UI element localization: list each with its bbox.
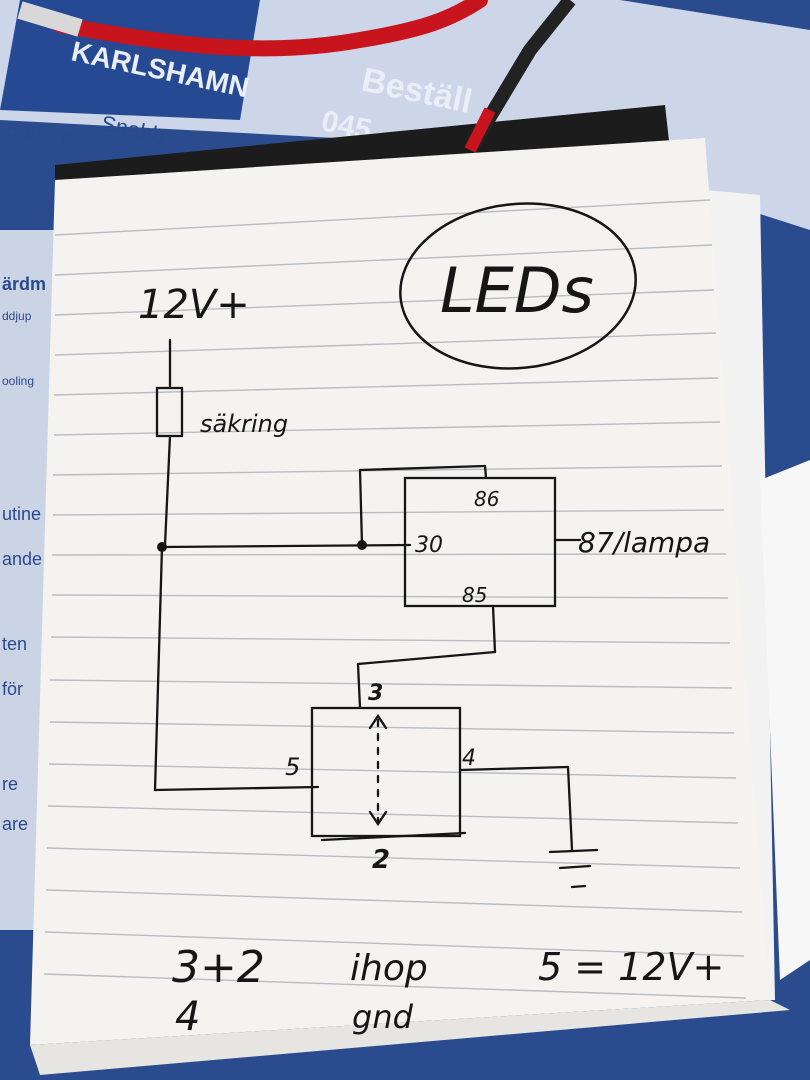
relay-87-label: 87/lampa (578, 526, 710, 559)
fuse-label: säkring (200, 410, 288, 438)
title-circle (399, 202, 637, 370)
switch-pin-5: 5 (285, 753, 300, 781)
side-word-6: ten (2, 634, 27, 654)
relay-pin-86: 86 (474, 487, 499, 511)
switch-pin-4: 4 (462, 746, 476, 771)
paper-underlayer (30, 1000, 790, 1075)
footer-left-line2: 4 (175, 994, 200, 1040)
relay-pin-30: 30 (415, 533, 443, 558)
right-paper-stack-2 (760, 460, 810, 980)
footer-mid-line2: gnd (352, 998, 414, 1036)
relay-pin-85: 85 (462, 583, 487, 607)
side-word-2: ddjup (2, 309, 32, 323)
paper-note (30, 138, 770, 1045)
switch-pin-2: 2 (372, 845, 390, 875)
footer-mid-line1: ihop (350, 948, 428, 989)
supply-label: 12V+ (138, 282, 250, 328)
circled-title: LEDs (440, 254, 594, 327)
red-wire (52, 0, 488, 57)
side-word-7: för (2, 679, 23, 699)
side-word-9: are (2, 814, 28, 834)
junction-dot-relay (357, 540, 367, 550)
side-word-3: ooling (2, 374, 34, 388)
switch-pin-3: 3 (368, 681, 383, 706)
side-word-8: re (2, 774, 18, 794)
side-word-5: ande (2, 549, 42, 569)
footer-right-line1: 5 = 12V+ (538, 945, 724, 989)
side-word-4: utine (2, 504, 41, 524)
wire-connector (17, 1, 83, 37)
circuit-wiring (153, 338, 599, 889)
ruled-lines (43, 199, 747, 999)
notebook-cover-edge (55, 105, 670, 185)
junction-dot-left (157, 542, 167, 552)
side-word-1: ärdm (2, 274, 46, 294)
footer-left-line1: 3+2 (172, 942, 265, 993)
red-wire-end (464, 107, 496, 153)
